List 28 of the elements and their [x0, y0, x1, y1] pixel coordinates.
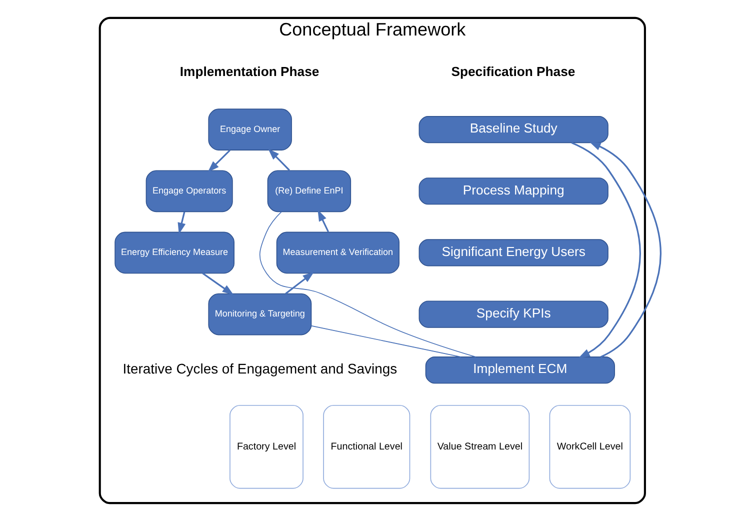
node-box: Factory Level: [229, 404, 303, 489]
node-box: Baseline Study: [418, 116, 608, 144]
connector: [258, 211, 476, 358]
node-box: Energy Efficiency Measure: [114, 232, 234, 274]
node-box: (Re) Define EnPI: [266, 170, 351, 212]
label: Iterative Cycles of Engagement and Savings: [122, 360, 397, 376]
node-box: Implement ECM: [424, 356, 614, 384]
connector: [310, 325, 461, 358]
node-box: Process Mapping: [418, 178, 608, 205]
arrow: [570, 142, 640, 358]
arrow: [202, 272, 234, 296]
arrow: [177, 212, 186, 234]
arrow: [317, 210, 329, 232]
node-box: Measurement & Verification: [276, 232, 399, 274]
arrow: [207, 150, 230, 172]
node-box: Monitoring & Targeting: [208, 293, 312, 336]
node-box: Engage Owner: [208, 108, 292, 150]
label: Specification Phase: [450, 64, 575, 80]
node-box: Functional Level: [322, 404, 410, 489]
arrow: [588, 142, 661, 358]
arrow: [284, 272, 314, 294]
arrow: [268, 148, 290, 171]
node-box: Value Stream Level: [430, 404, 530, 489]
node-box: Significant Energy Users: [418, 239, 608, 266]
node-box: Engage Operators: [145, 170, 232, 212]
node-box: WorkCell Level: [548, 404, 630, 489]
label: Implementation Phase: [179, 64, 319, 80]
node-box: Specify KPIs: [418, 300, 608, 328]
